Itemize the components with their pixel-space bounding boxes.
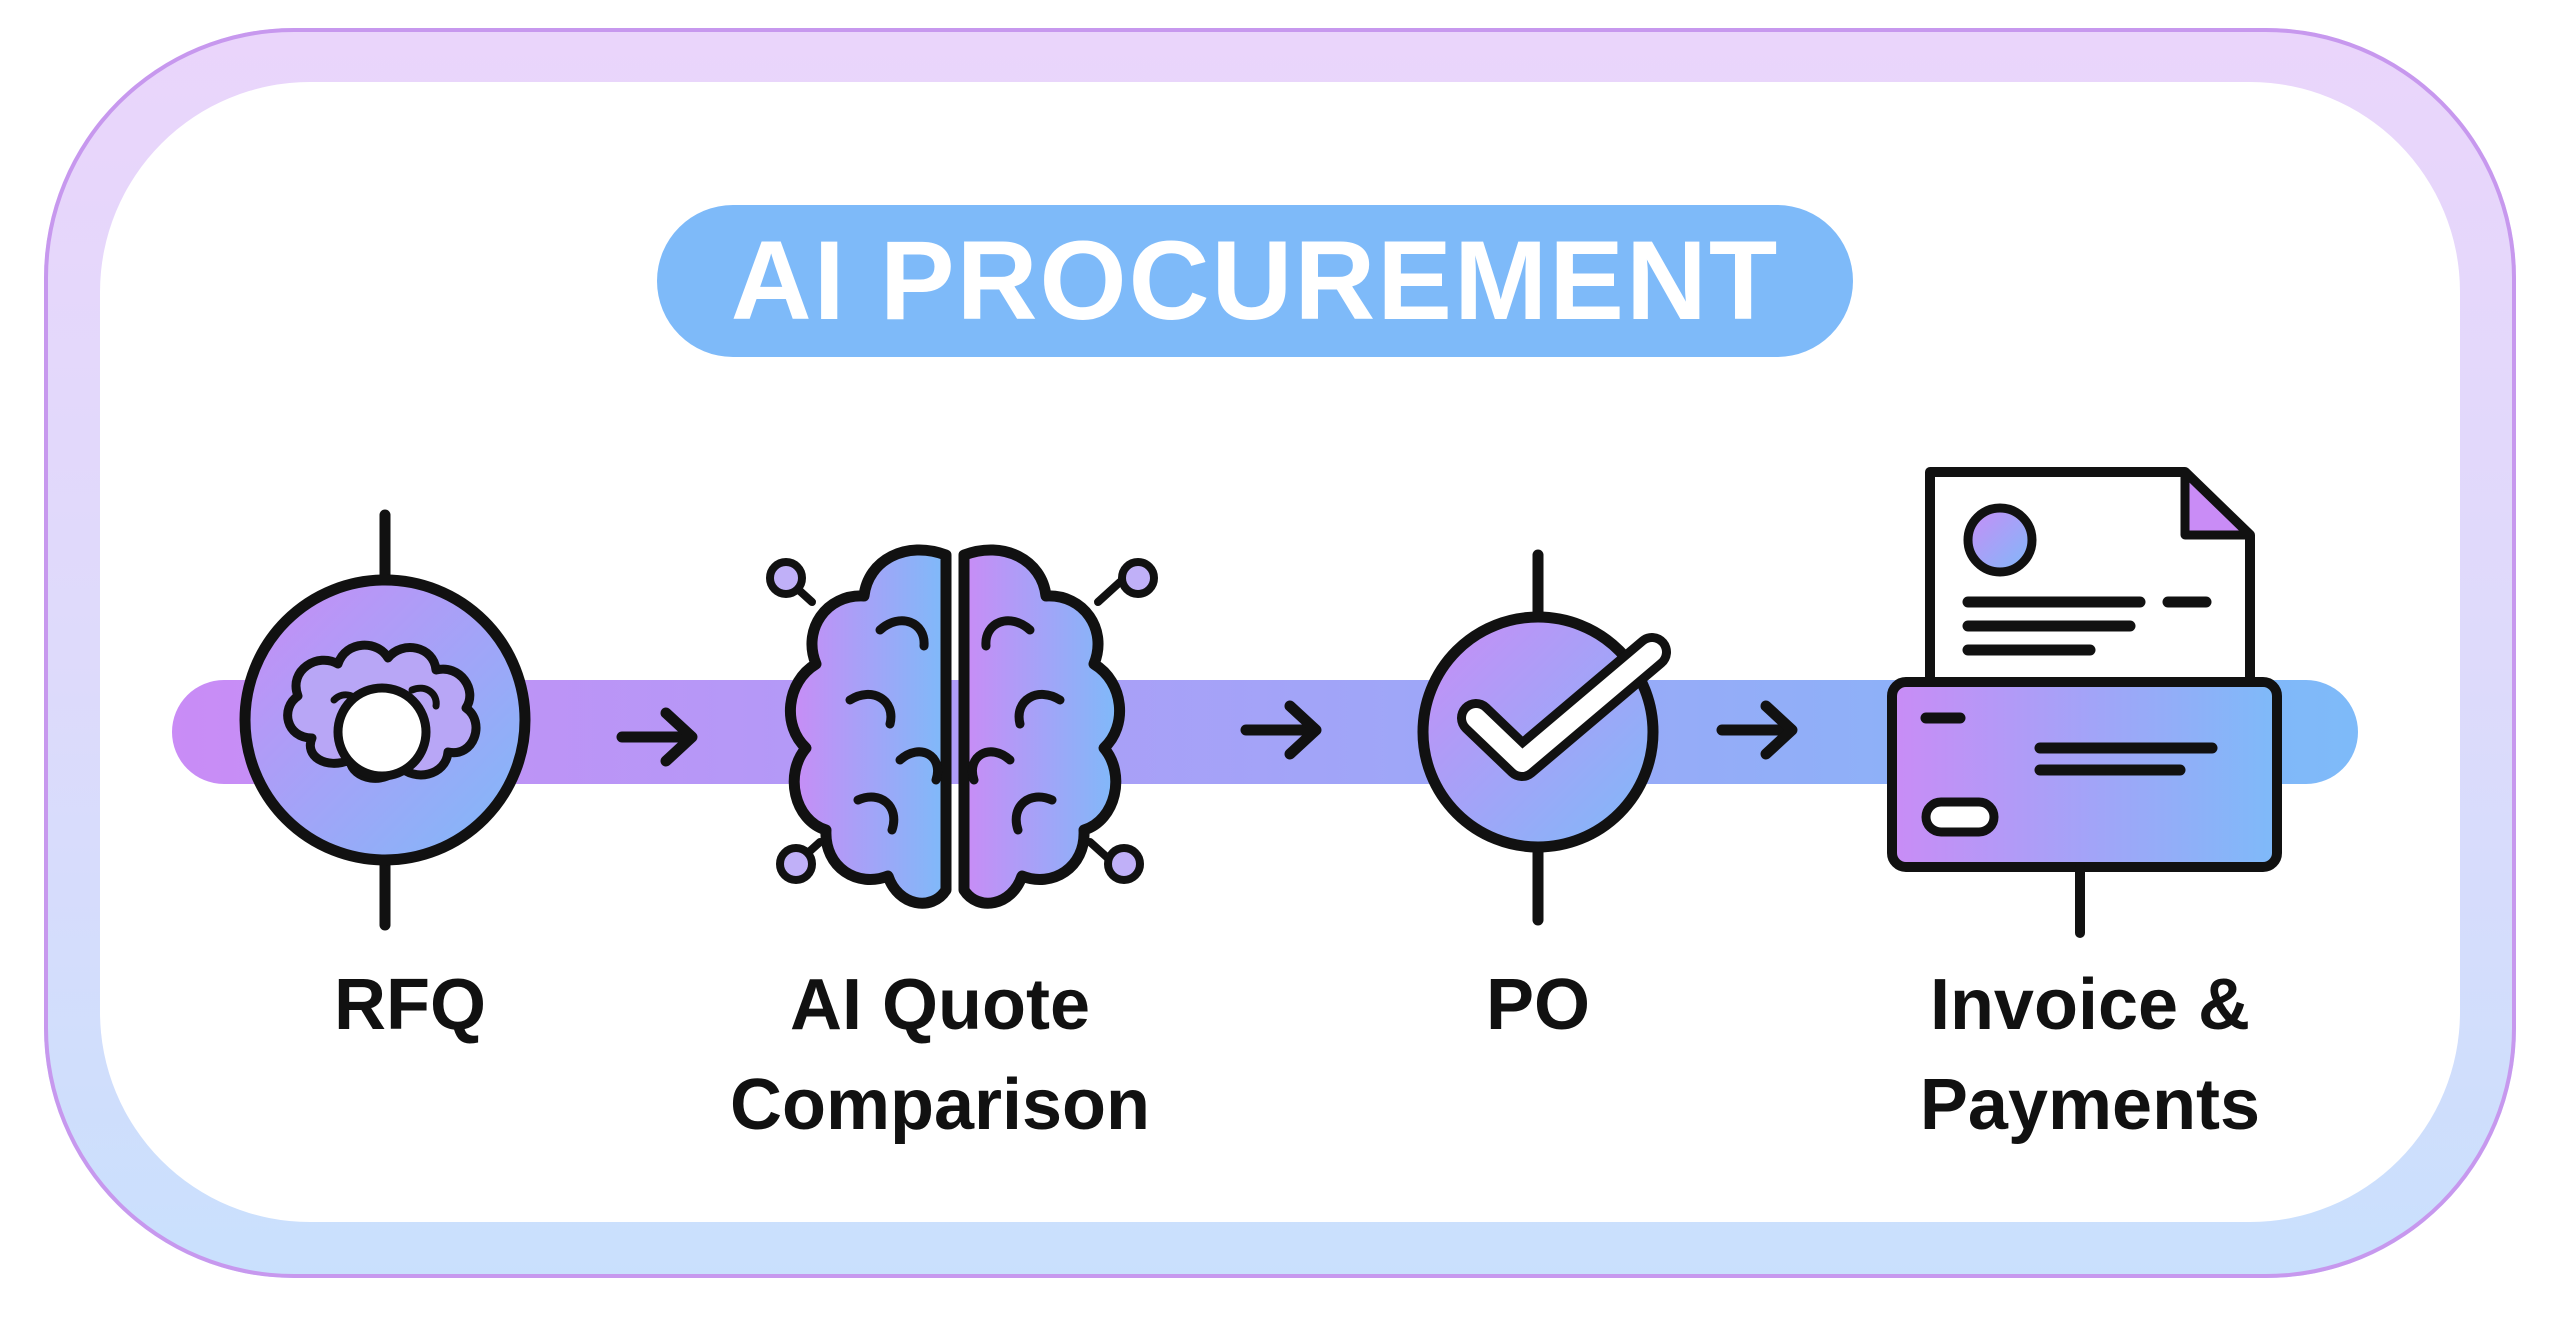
arrow-right-icon — [1716, 700, 1798, 760]
arrow-right-icon — [616, 707, 698, 767]
checkmark-circle-icon — [1417, 549, 1671, 926]
brain-ring-icon — [239, 509, 531, 931]
arrow-right-icon — [1240, 700, 1322, 760]
step-label-rfq: RFQ — [334, 965, 486, 1045]
invoice-document-icon — [1887, 467, 2282, 938]
step-label-po: PO — [1485, 965, 1591, 1045]
step-label-ai-quote-comparison: AI Quote Comparison — [729, 965, 1151, 1145]
step-label-invoice-payments: Invoice & Payments — [1919, 965, 2261, 1145]
brain-icon — [766, 544, 1158, 909]
diagram-title: AI PROCUREMENT — [730, 218, 1780, 343]
title-pill: AI PROCUREMENT — [657, 205, 1853, 357]
